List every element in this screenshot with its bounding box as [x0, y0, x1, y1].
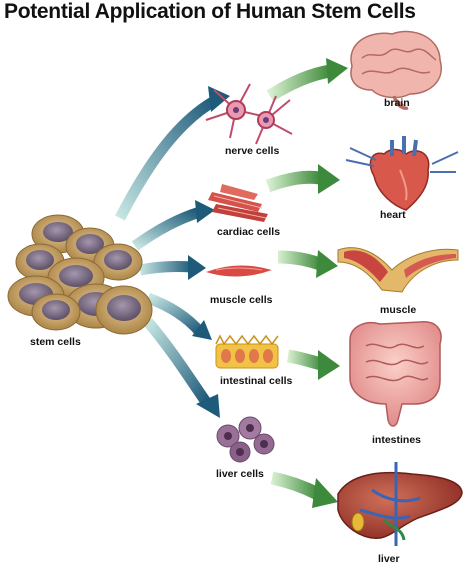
muscle-cells-icon: [206, 265, 272, 277]
muscle-label: muscle: [380, 304, 417, 316]
nerve-cells-label: nerve cells: [225, 145, 280, 157]
heart-icon: [345, 136, 459, 211]
diagram-title: Potential Application of Human Stem Cell…: [4, 0, 416, 23]
brain-label: brain: [384, 97, 410, 109]
arrow-to-liver-cells: [143, 318, 220, 418]
arrow-to-liver: [270, 471, 338, 508]
arrow-to-intestinal-cells: [146, 292, 212, 340]
intestines-icon: [349, 321, 442, 427]
liver-icon: [337, 462, 463, 546]
muscle-icon: [337, 247, 459, 293]
cardiac-cells-icon: [208, 184, 268, 222]
stem-cell-cluster-icon: [7, 214, 153, 335]
arrow-to-heart: [265, 164, 340, 194]
brain-icon: [350, 30, 443, 110]
nerve-cells-icon: [205, 83, 293, 145]
cardiac-cells-label: cardiac cells: [217, 226, 281, 238]
arrow-to-nerve-cells: [115, 86, 230, 221]
arrow-to-muscle-cells: [138, 255, 206, 280]
arrow-to-muscle: [277, 250, 338, 278]
liver-label: liver: [378, 553, 400, 565]
liver-cells-icon: [216, 416, 275, 463]
muscle-cells-label: muscle cells: [210, 294, 273, 306]
intestines-label: intestines: [372, 434, 422, 446]
arrow-to-intestines: [286, 349, 340, 380]
intestinal-cells-label: intestinal cells: [220, 375, 293, 387]
heart-label: heart: [380, 209, 406, 221]
stem-cells-label: stem cells: [30, 336, 81, 348]
arrow-to-cardiac-cells: [131, 200, 215, 251]
liver-cells-label: liver cells: [216, 468, 264, 480]
intestinal-cells-icon: [215, 334, 279, 369]
arrow-to-brain: [266, 58, 348, 102]
